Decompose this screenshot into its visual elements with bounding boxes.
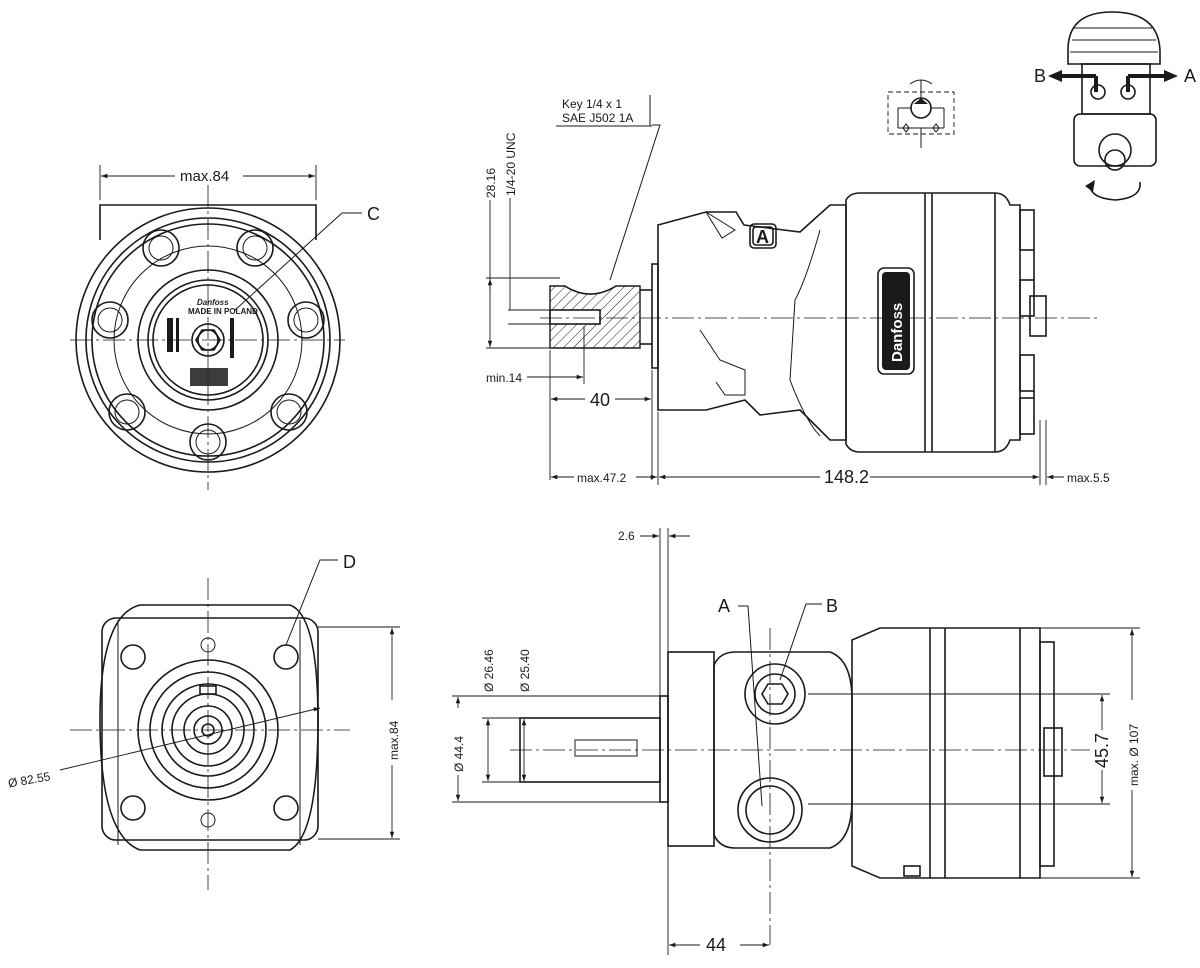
dim-dia-44-4: Ø 44.4 — [452, 736, 466, 772]
dim-max5-5: max.5.5 — [1067, 471, 1110, 485]
label-a-port: A — [718, 596, 730, 616]
top-view: 2.6 A B Ø 44.4 Ø 26.46 Ø 25.40 44 45.7 — [452, 528, 1141, 955]
dim-2-6: 2.6 — [618, 529, 635, 543]
brand-name: Danfoss — [889, 303, 906, 362]
plate-logo: Danfoss — [197, 298, 229, 307]
dim-min14: min.14 — [486, 371, 522, 385]
dim-max-dia-107: max. Ø 107 — [1127, 724, 1141, 786]
side-view: A Danfoss 28.16 1/4-20 UNC Key 1/4 — [484, 95, 1110, 487]
key-line2: SAE J502 1A — [562, 111, 633, 125]
label-a-top: A — [1184, 66, 1196, 86]
rotation-pictogram: B A — [1034, 11, 1196, 201]
port-mark: A — [756, 227, 769, 247]
key-line1: Key 1/4 x 1 — [562, 97, 622, 111]
dim-dia-26-46: Ø 26.46 — [482, 649, 496, 692]
dim-44: 44 — [706, 935, 726, 955]
label-b-top: B — [1034, 66, 1046, 86]
dim-40: 40 — [590, 390, 610, 410]
dim-dia-25-40: Ø 25.40 — [518, 649, 532, 692]
dim-max84-bottom: max.84 — [387, 720, 401, 760]
made-in-text: MADE IN POLAND — [188, 307, 258, 316]
front-view: Danfoss MADE IN POLAND max.84 C — [70, 165, 380, 490]
dim-max84-top: max.84 — [180, 168, 229, 185]
dim-45-7: 45.7 — [1092, 733, 1112, 768]
label-c: C — [367, 204, 380, 224]
rear-view: D Ø 82.55 max.84 — [7, 552, 401, 890]
dim-28-16: 28.16 — [484, 168, 498, 198]
hydraulic-symbol — [887, 79, 955, 148]
dim-max47-2: max.47.2 — [577, 471, 627, 485]
label-d: D — [343, 552, 356, 572]
dim-dia-82-55: Ø 82.55 — [7, 769, 52, 790]
label-b-port: B — [826, 596, 838, 616]
thread-label: 1/4-20 UNC — [504, 132, 518, 196]
dim-148-2: 148.2 — [824, 467, 869, 487]
